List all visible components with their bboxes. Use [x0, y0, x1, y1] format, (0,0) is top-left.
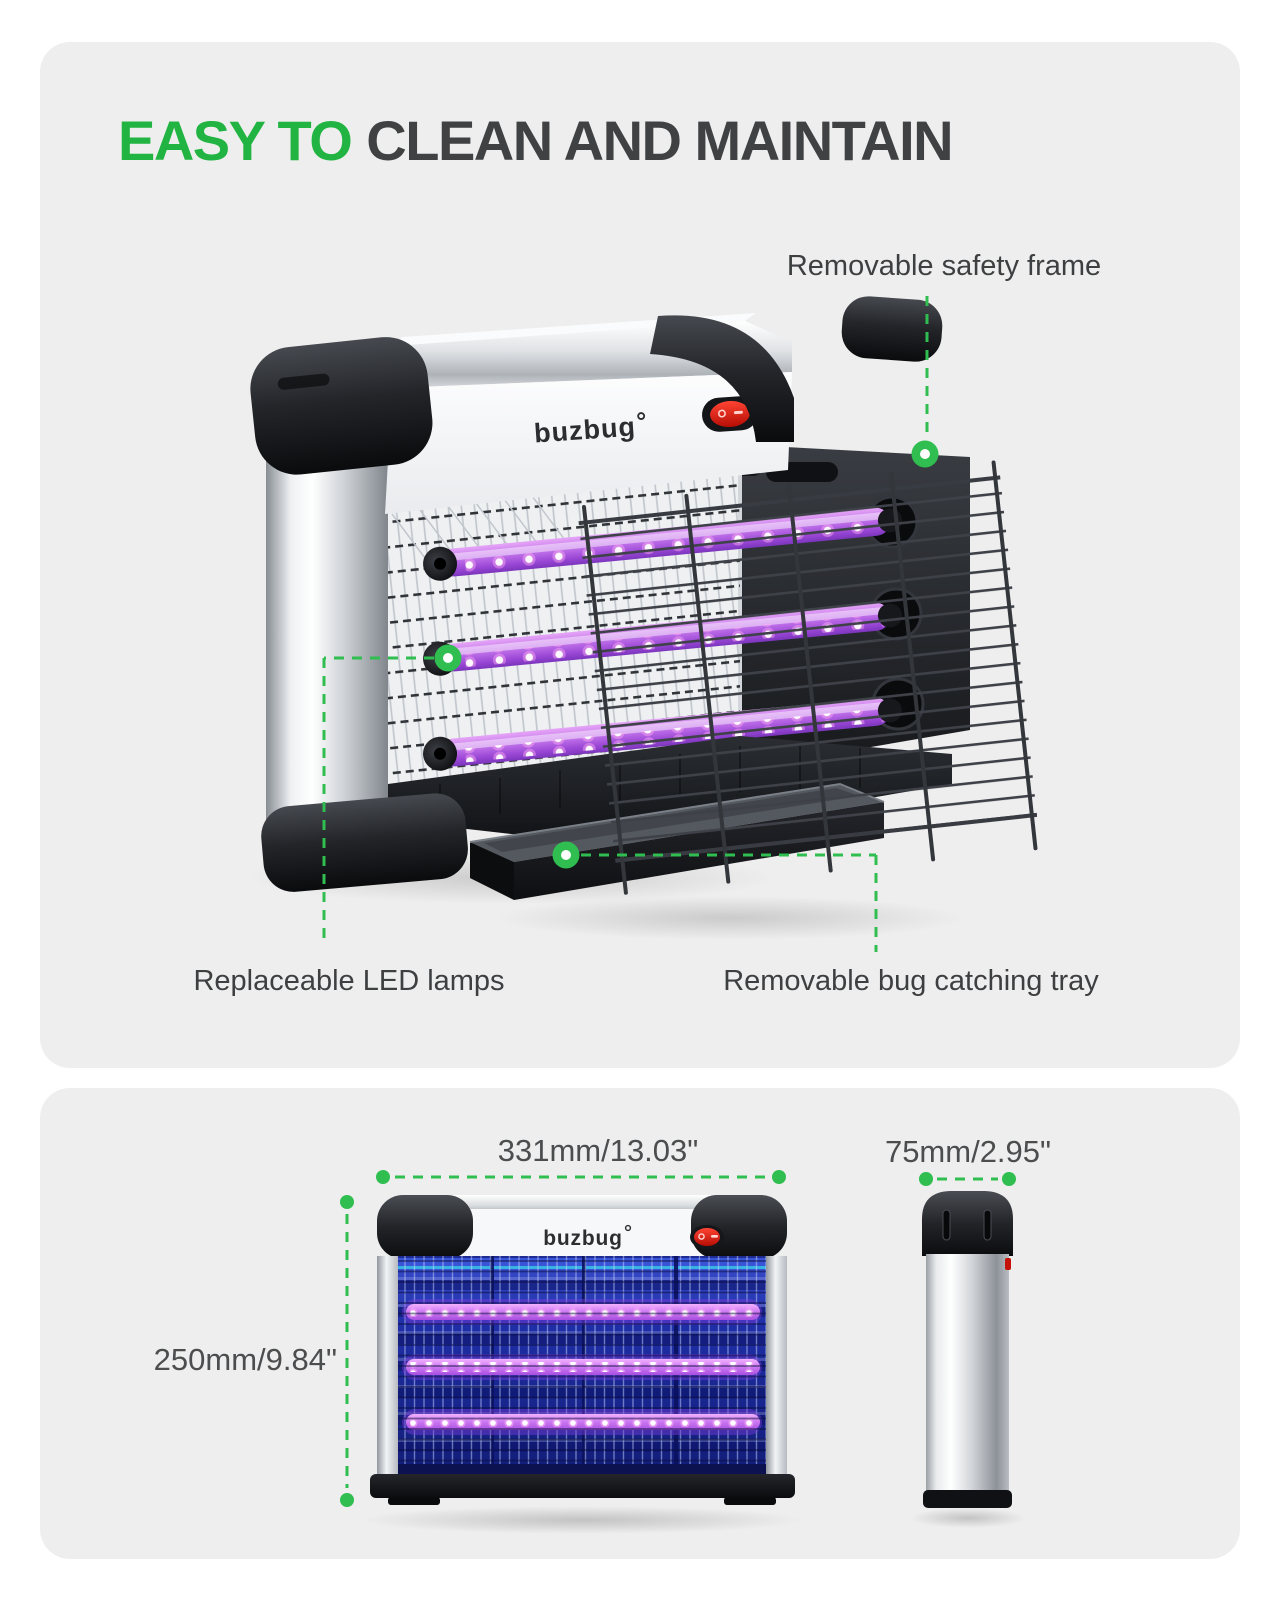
dimension-lines — [340, 1170, 1016, 1507]
trademark-mark — [624, 1224, 632, 1232]
power-switch[interactable] — [690, 1225, 724, 1249]
marker-led-lamp — [434, 644, 462, 672]
power-switch[interactable] — [701, 395, 759, 433]
dim-endpoint — [772, 1170, 786, 1184]
side-switch-edge — [1005, 1258, 1011, 1270]
tray-shadow — [495, 896, 965, 940]
base — [370, 1474, 795, 1498]
side-view-shadow — [910, 1508, 1026, 1528]
dimension-width-label: 331mm/13.03" — [497, 1133, 699, 1168]
side-cap-slot — [942, 1209, 951, 1241]
brand-logo: buzbug — [533, 411, 637, 448]
headline-rest: CLEAN AND MAINTAIN — [366, 109, 953, 172]
dimensions-card: buzbug — [40, 1088, 1240, 1559]
exploded-view-illustration: buzbug — [245, 296, 1040, 952]
dim-endpoint — [340, 1195, 354, 1209]
side-view — [922, 1191, 1013, 1508]
dim-endpoint — [1002, 1172, 1016, 1186]
side-base — [923, 1490, 1012, 1508]
front-panel — [385, 372, 792, 514]
top-lip — [412, 1195, 752, 1213]
side-top-cap — [922, 1191, 1013, 1256]
left-column — [266, 372, 388, 846]
safety-frame-grid[interactable] — [577, 460, 1040, 895]
marker-safety-frame — [911, 440, 939, 468]
dimension-depth-label: 75mm/2.95" — [884, 1134, 1052, 1169]
foot — [724, 1497, 776, 1505]
dimension-height-label: 250mm/9.84" — [153, 1342, 337, 1377]
feature-card: buzbug — [40, 42, 1240, 1068]
annotation-led-lamps: Replaceable LED lamps — [193, 965, 505, 997]
brand-logo: buzbug — [543, 1227, 622, 1250]
top-left-corner-cap — [250, 337, 433, 475]
side-rail-right — [766, 1256, 787, 1476]
side-cap-slot — [983, 1209, 992, 1241]
annotation-safety-frame: Removable safety frame — [786, 250, 1102, 282]
front-view: buzbug — [370, 1195, 795, 1505]
dim-endpoint — [376, 1170, 390, 1184]
foot — [388, 1497, 440, 1505]
dimension-illustration: buzbug — [340, 1170, 1026, 1534]
dim-endpoint — [919, 1172, 933, 1186]
front-view-shadow — [360, 1506, 804, 1534]
top-right-corner-cap — [650, 315, 794, 442]
corner-cap-left — [377, 1195, 473, 1259]
side-rail-left — [377, 1256, 398, 1476]
bottom-left-foot — [261, 793, 468, 892]
annotation-tray: Removable bug catching tray — [723, 965, 1099, 997]
rear-corner-cap — [841, 296, 943, 362]
side-body — [926, 1254, 1009, 1492]
dim-endpoint — [340, 1493, 354, 1507]
headline-highlight: EASY TO — [118, 109, 353, 172]
marker-tray — [552, 841, 580, 869]
leader-lines — [322, 296, 929, 952]
trademark-mark — [637, 412, 646, 420]
